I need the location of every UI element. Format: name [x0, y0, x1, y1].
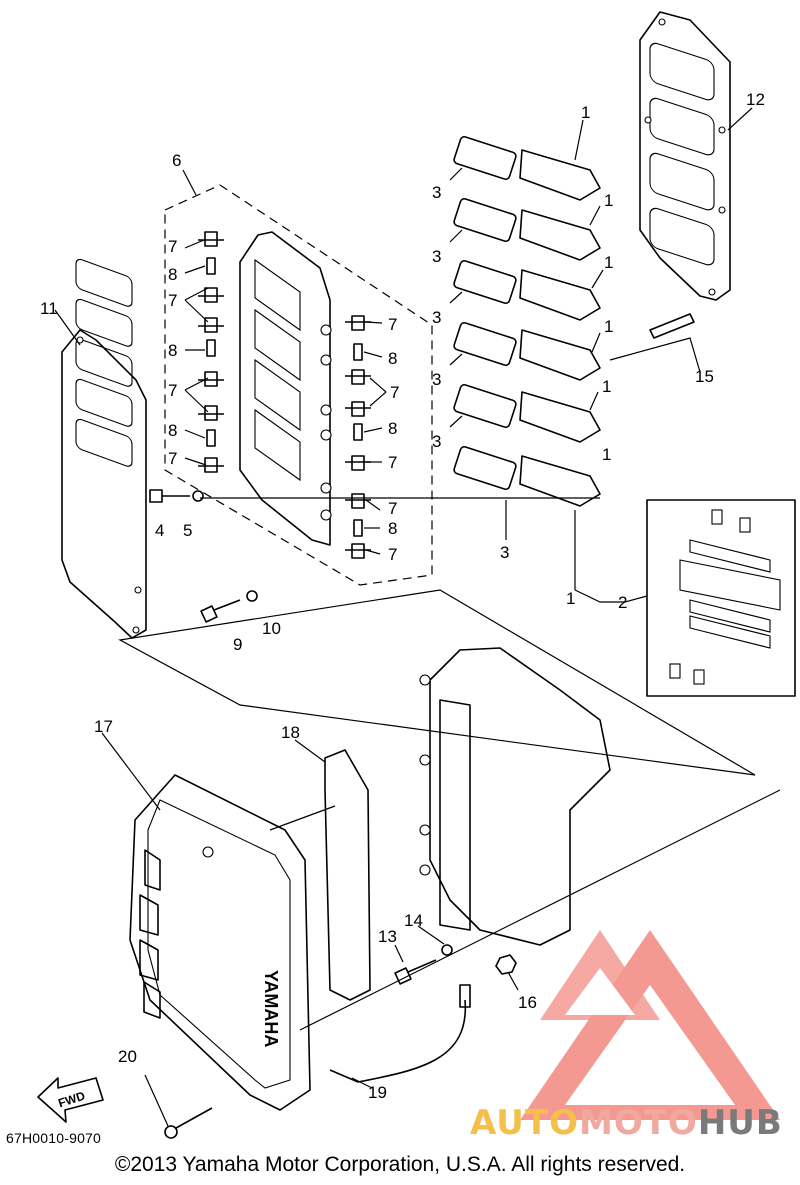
callout-1: 1 — [602, 445, 611, 464]
bolt-part-4 — [149, 489, 204, 503]
cover-brand-text: YAMAHA — [261, 970, 281, 1047]
callout-7: 7 — [388, 499, 397, 518]
watermark-logo — [520, 930, 780, 1120]
assembly-plane-lower — [299, 789, 781, 1031]
reed-plate-part-6 — [239, 231, 332, 546]
callout-16: 16 — [518, 993, 537, 1012]
callout-8: 8 — [388, 349, 397, 368]
callout-3: 3 — [432, 183, 441, 202]
callout-7: 7 — [390, 383, 399, 402]
callout-8: 8 — [388, 519, 397, 538]
forward-direction-arrow — [37, 1077, 104, 1123]
intake-cover-part-17 — [129, 774, 311, 1111]
callout-1: 1 — [566, 589, 575, 608]
callout-18: 18 — [281, 723, 300, 742]
assembly-plane-upper — [118, 589, 756, 776]
fittings-left-column — [198, 231, 224, 473]
callout-2: 2 — [618, 593, 627, 612]
callout-4: 4 — [155, 521, 164, 540]
callout-7: 7 — [168, 237, 177, 256]
callout-3: 3 — [432, 247, 441, 266]
crankcase-block — [419, 647, 611, 946]
callout-7: 7 — [388, 453, 397, 472]
callout-14: 14 — [404, 911, 423, 930]
callout-12: 12 — [746, 90, 765, 109]
hose-part-19 — [329, 999, 467, 1083]
callout-11: 11 — [40, 299, 58, 318]
callout-1: 1 — [604, 191, 613, 210]
bolt-part-20 — [164, 1107, 213, 1139]
gasket-part-12 — [639, 11, 731, 301]
callout-15: 15 — [695, 367, 714, 386]
seal-part-18 — [324, 749, 371, 1001]
callout-19: 19 — [368, 1083, 387, 1102]
nut-part-16 — [495, 954, 517, 975]
callout-8: 8 — [168, 421, 177, 440]
callout-13: 13 — [378, 927, 397, 946]
callout-1: 1 — [604, 317, 613, 336]
callout-3: 3 — [432, 432, 441, 451]
callout-7: 7 — [168, 291, 177, 310]
callout-numbers: 1 1 1 1 1 1 1 2 3 3 3 3 3 3 4 5 6 7 7 7 … — [40, 90, 765, 1102]
watermark-text: AUTOMOTOHUB — [470, 1103, 783, 1143]
callout-1: 1 — [604, 253, 613, 272]
assembly-group-6-outline — [164, 184, 433, 586]
bolt-part-9 — [200, 590, 258, 623]
callout-3: 3 — [432, 370, 441, 389]
leader-lines — [54, 107, 753, 1127]
reed-gaskets-part-3 — [453, 135, 517, 491]
callout-6: 6 — [172, 151, 181, 170]
callout-5: 5 — [183, 521, 192, 540]
callout-9: 9 — [233, 635, 242, 654]
stud-bolt-part-15 — [649, 313, 695, 339]
watermark-text-part1: AUTO — [470, 1103, 579, 1143]
reed-valve-detail-box — [646, 499, 796, 697]
callout-7: 7 — [388, 545, 397, 564]
callout-3: 3 — [500, 543, 509, 562]
callout-17: 17 — [94, 717, 113, 736]
bolt-part-13 — [394, 944, 453, 985]
callout-3: 3 — [432, 308, 441, 327]
callout-1: 1 — [581, 103, 590, 122]
callout-8: 8 — [168, 265, 177, 284]
callout-1: 1 — [602, 377, 611, 396]
callout-7: 7 — [168, 381, 177, 400]
fwd-label: FWD — [56, 1089, 87, 1111]
callout-7: 7 — [168, 449, 177, 468]
callout-10: 10 — [262, 619, 281, 638]
diagram-code: 67H0010-9070 — [6, 1130, 102, 1146]
gasket-part-11 — [61, 258, 147, 639]
reed-valves-part-1 — [519, 149, 601, 507]
callout-7: 7 — [388, 315, 397, 334]
callout-8: 8 — [388, 419, 397, 438]
callout-20: 20 — [118, 1047, 137, 1066]
watermark-text-part2: MOTO — [578, 1103, 698, 1143]
watermark-text-part3: HUB — [697, 1103, 783, 1143]
copyright-notice: ©2013 Yamaha Motor Corporation, U.S.A. A… — [114, 1153, 686, 1176]
callout-8: 8 — [168, 341, 177, 360]
